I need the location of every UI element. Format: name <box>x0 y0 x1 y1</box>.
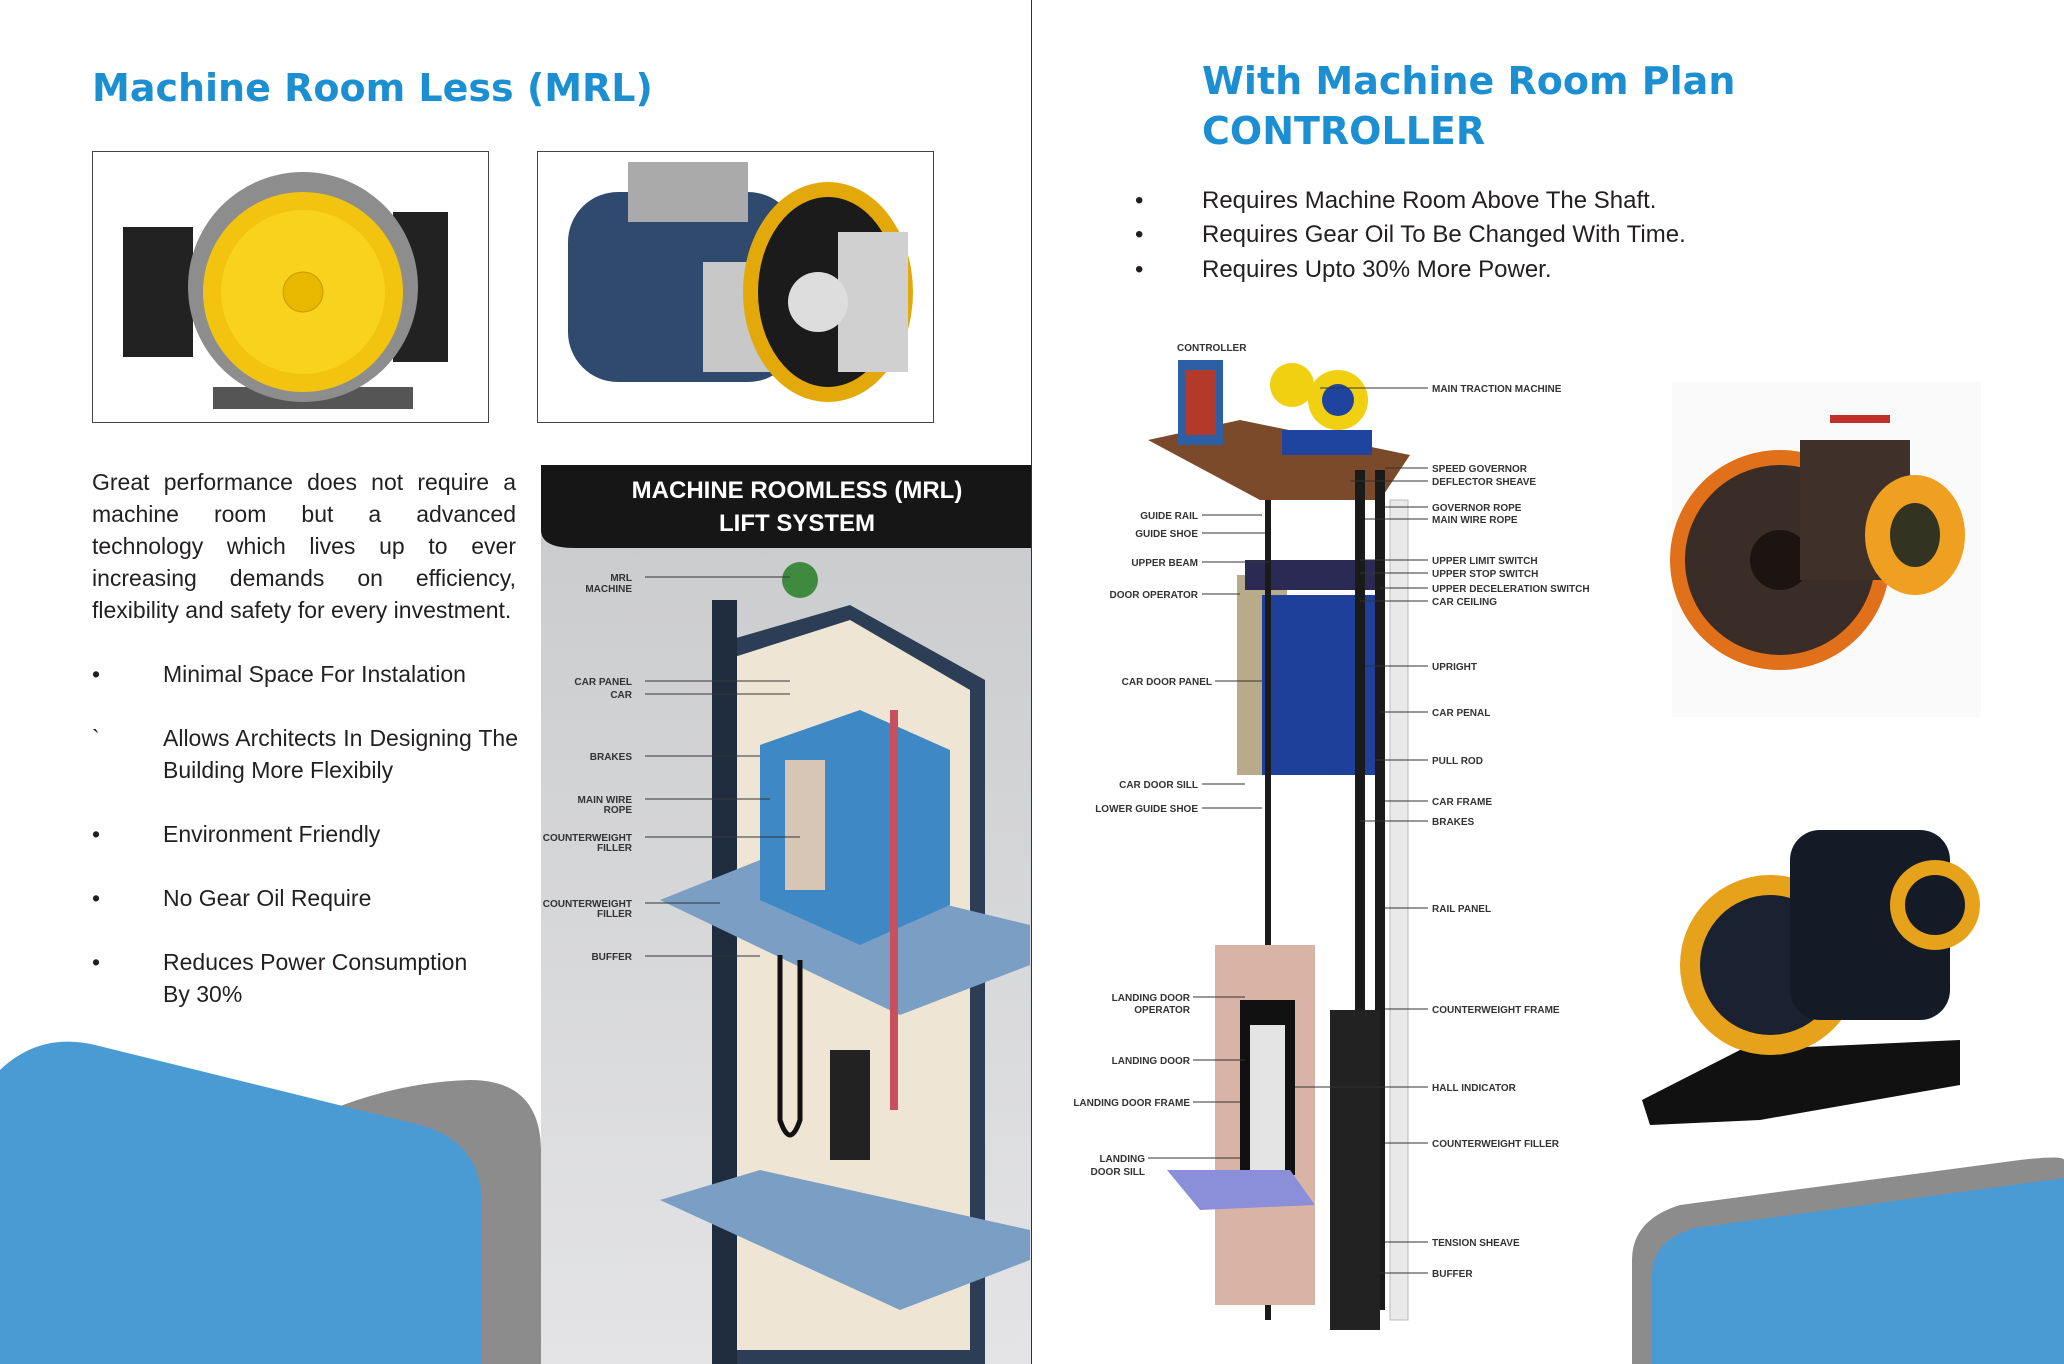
diagram-label: UPPER DECELERATION SWITCH <box>1432 584 1590 595</box>
bullet-text: Allows Architects In Designing The Build… <box>163 725 518 783</box>
diagram-label: BUFFER <box>591 952 632 963</box>
diagram-label: MACHINE <box>585 584 632 595</box>
title-line-2: CONTROLLER <box>1202 109 1486 153</box>
diagram-label: OPERATOR <box>1134 1005 1191 1016</box>
diagram-header-band <box>541 465 1031 548</box>
diagram-label: LANDING DOOR FRAME <box>1073 1098 1190 1109</box>
bullet-text: Reduces Power Consumption By 30% <box>163 949 468 1007</box>
bullet-item: • Requires Machine Room Above The Shaft. <box>1135 184 1656 218</box>
bullet-item: • Requires Upto 30% More Power. <box>1135 253 1552 287</box>
bullet-text: No Gear Oil Require <box>163 885 372 911</box>
bullet-text: Requires Gear Oil To Be Changed With Tim… <box>1202 221 1686 248</box>
diagram-label: GOVERNOR ROPE <box>1432 503 1522 514</box>
mrl-motor-photo-1 <box>92 151 489 423</box>
diagram-label: UPPER BEAM <box>1131 558 1198 569</box>
diagram-label: CAR DOOR PANEL <box>1122 677 1212 688</box>
bullet-text: Minimal Space For Instalation <box>163 661 466 687</box>
bullet-mark: • <box>92 885 101 911</box>
traction-motor-photo-1 <box>1670 382 1981 717</box>
bullet-text: Requires Upto 30% More Power. <box>1202 256 1552 283</box>
diagram-label: DEFLECTOR SHEAVE <box>1432 477 1536 488</box>
diagram-label: LANDING DOOR <box>1112 1056 1191 1067</box>
mrl-diagram-subtitle: LIFT SYSTEM <box>719 510 875 537</box>
diagram-label: COUNTERWEIGHT FILLER <box>1432 1139 1560 1150</box>
diagram-label: LOWER GUIDE SHOE <box>1095 804 1198 815</box>
bullet-mark: • <box>92 949 101 975</box>
bullet-mark: • <box>1135 187 1144 214</box>
machine-room-title: With Machine Room Plan CONTROLLER <box>1202 56 1735 156</box>
diagram-label: GUIDE SHOE <box>1135 529 1198 540</box>
bullet-mark: • <box>92 661 101 687</box>
bullet-mark: • <box>1135 221 1144 248</box>
diagram-label: MAIN TRACTION MACHINE <box>1432 384 1562 395</box>
diagram-label: CAR PANEL <box>574 677 632 688</box>
diagram-label: CAR <box>610 690 632 701</box>
diagram-label: CAR DOOR SILL <box>1119 780 1198 791</box>
diagram-label: BRAKES <box>590 752 633 763</box>
bullet-text: Environment Friendly <box>163 821 381 847</box>
diagram-label: UPRIGHT <box>1432 662 1477 673</box>
diagram-label: COUNTERWEIGHT FRAME <box>1432 1005 1560 1016</box>
title-line-1: With Machine Room Plan <box>1202 59 1736 103</box>
diagram-label: MAIN WIRE <box>578 795 633 806</box>
diagram-label: GUIDE RAIL <box>1140 511 1198 522</box>
blue-wave-left <box>0 1041 482 1364</box>
bullet-item: • Requires Gear Oil To Be Changed With Ti… <box>1135 218 1686 252</box>
diagram-label: FILLER <box>597 909 633 920</box>
diagram-label: MAIN WIRE ROPE <box>1432 515 1518 526</box>
mrl-title: Machine Room Less (MRL) <box>92 66 653 110</box>
diagram-label: TENSION SHEAVE <box>1432 1238 1520 1249</box>
diagram-label: FILLER <box>597 843 633 854</box>
bullet-mark: • <box>92 821 101 847</box>
bullet-mark: ` <box>92 725 100 751</box>
bullet-text: Requires Machine Room Above The Shaft. <box>1202 187 1657 214</box>
diagram-label: CAR FRAME <box>1432 797 1492 808</box>
diagram-label: CAR CEILING <box>1432 597 1497 608</box>
diagram-label: LANDING <box>1099 1154 1145 1165</box>
geared-motor-image <box>568 162 913 402</box>
diagram-label: DOOR SILL <box>1091 1167 1145 1178</box>
diagram-label: CAR PENAL <box>1432 708 1490 719</box>
diagram-label: MRL <box>610 573 632 584</box>
diagram-label: HALL INDICATOR <box>1432 1083 1517 1094</box>
mrl-motor-photo-2 <box>537 151 934 423</box>
diagram-label: ROPE <box>604 805 633 816</box>
traction-motor-photo-2 <box>1642 830 1980 1125</box>
mrl-description: Great performance does not require a mac… <box>92 469 516 623</box>
blue-wave-right <box>1652 1178 2064 1364</box>
diagram-label: BUFFER <box>1432 1269 1473 1280</box>
diagram-label: PULL ROD <box>1432 756 1483 767</box>
bullet-mark: • <box>1135 256 1144 283</box>
diagram-label: BRAKES <box>1432 817 1475 828</box>
diagram-label: UPPER LIMIT SWITCH <box>1432 556 1538 567</box>
diagram-label: DOOR OPERATOR <box>1109 590 1198 601</box>
diagram-label: COUNTERWEIGHT <box>543 899 632 910</box>
page-divider <box>1031 0 1032 1364</box>
diagram-label: CONTROLLER <box>1177 343 1247 354</box>
diagram-label: COUNTERWEIGHT <box>543 833 632 844</box>
gearless-motor-image <box>123 172 448 409</box>
mrl-diagram-title: MACHINE ROOMLESS (MRL) <box>632 477 963 504</box>
diagram-label: LANDING DOOR <box>1112 993 1191 1004</box>
diagram-label: UPPER STOP SWITCH <box>1432 569 1538 580</box>
diagram-label: SPEED GOVERNOR <box>1432 464 1528 475</box>
diagram-label: RAIL PANEL <box>1432 904 1491 915</box>
